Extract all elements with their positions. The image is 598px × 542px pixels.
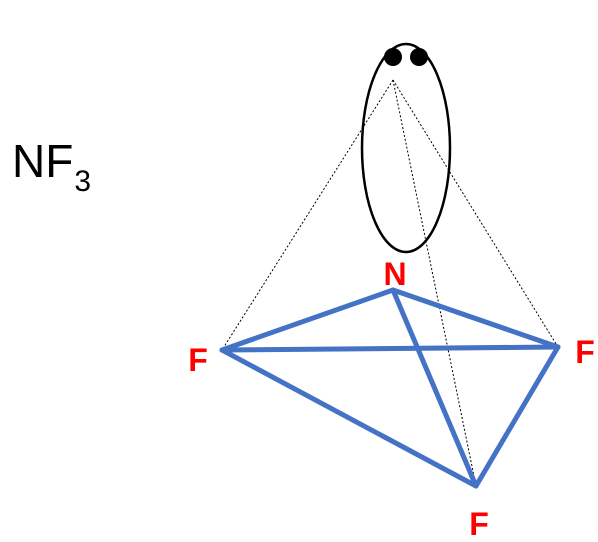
- molecular-formula: NF3: [12, 135, 91, 197]
- formula-base: NF: [12, 135, 74, 187]
- edge-n-bottom-f: [390, 287, 479, 489]
- lone-pair-orbital: [360, 42, 452, 254]
- atom-label-fluorine-left: F: [188, 342, 208, 378]
- edge-n-right-f: [390, 287, 561, 350]
- guide-to-right-f: [392, 79, 559, 348]
- edge-left-f-right-f: [219, 344, 561, 353]
- edge-n-left-f: [219, 287, 396, 353]
- lone-pair-guides: [221, 79, 559, 487]
- lone-pair-electron: [384, 48, 402, 66]
- atom-label-fluorine-bottom: F: [469, 506, 489, 542]
- atom-label-fluorine-right: F: [575, 334, 595, 370]
- edge-left-f-bottom-f: [219, 347, 479, 489]
- lone-pair-electron: [410, 48, 428, 66]
- formula-subscript: 3: [74, 165, 92, 198]
- guide-to-bottom-f: [392, 79, 477, 487]
- pyramid-edges: [219, 287, 561, 489]
- edge-right-f-bottom-f: [473, 344, 561, 489]
- guide-to-left-f: [221, 79, 394, 351]
- atom-label-nitrogen: N: [383, 256, 406, 292]
